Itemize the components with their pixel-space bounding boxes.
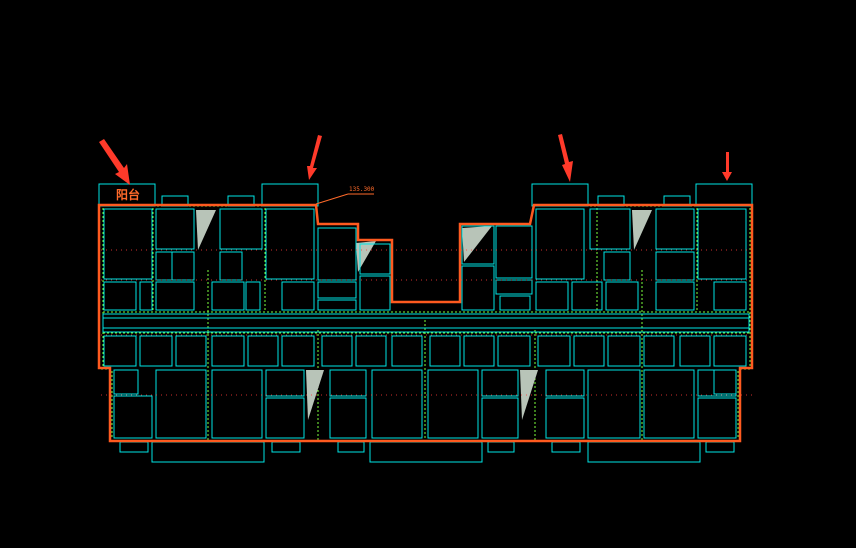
building-outline — [97, 203, 754, 443]
arrow-down-icon — [99, 139, 130, 185]
elevation-leader — [315, 193, 374, 205]
arrow-down-icon — [722, 152, 732, 181]
elevation-label: 135.300 — [349, 186, 375, 193]
balcony-label: 阳台 — [116, 188, 141, 202]
arrow-down-icon — [558, 134, 573, 182]
grid-lines — [101, 249, 752, 396]
arrow-down-icon — [307, 135, 322, 180]
shaft-fills — [196, 210, 652, 420]
